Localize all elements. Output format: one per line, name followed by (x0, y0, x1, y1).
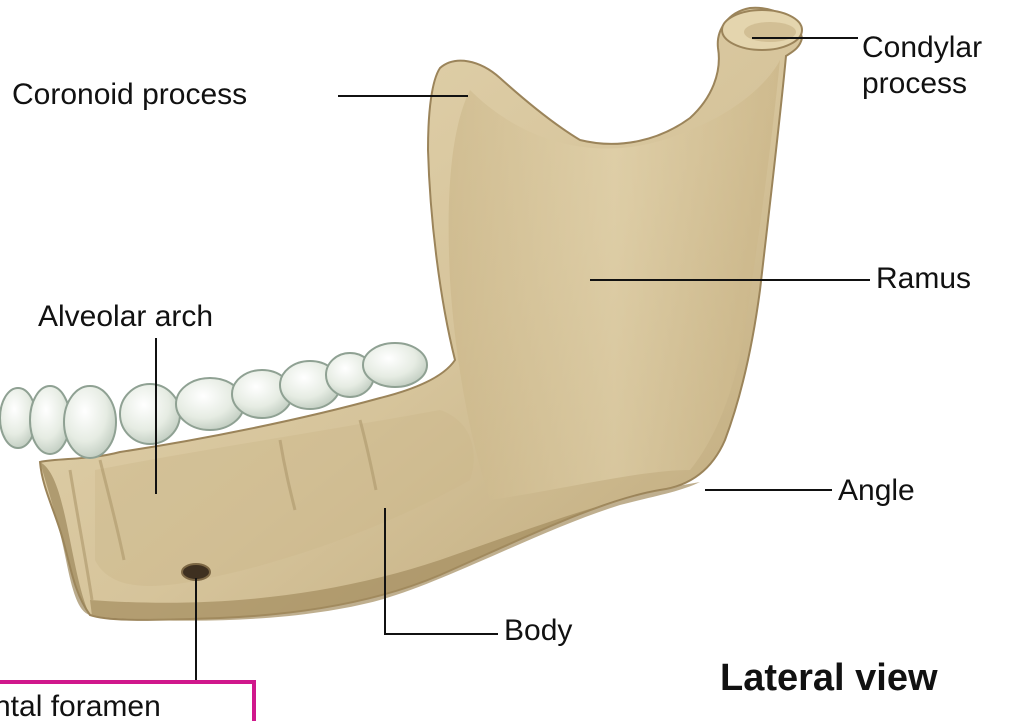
label-condylar-line1: Condylar (862, 30, 982, 66)
label-condylar-process: Condylar process (862, 30, 982, 102)
tooth (120, 384, 180, 444)
label-condylar-line2: process (862, 66, 982, 102)
tooth (363, 343, 427, 387)
view-caption: Lateral view (720, 656, 938, 700)
label-coronoid-process: Coronoid process (12, 78, 247, 112)
label-alveolar-arch: Alveolar arch (38, 300, 213, 334)
tooth (64, 386, 116, 458)
label-angle: Angle (838, 474, 915, 508)
label-mental-foramen: ntal foramen (0, 690, 161, 721)
mental-foramen-highlight-box: ntal foramen (0, 680, 256, 721)
label-ramus: Ramus (876, 262, 971, 296)
mental-foramen-hole (182, 564, 210, 580)
label-body: Body (504, 614, 572, 648)
